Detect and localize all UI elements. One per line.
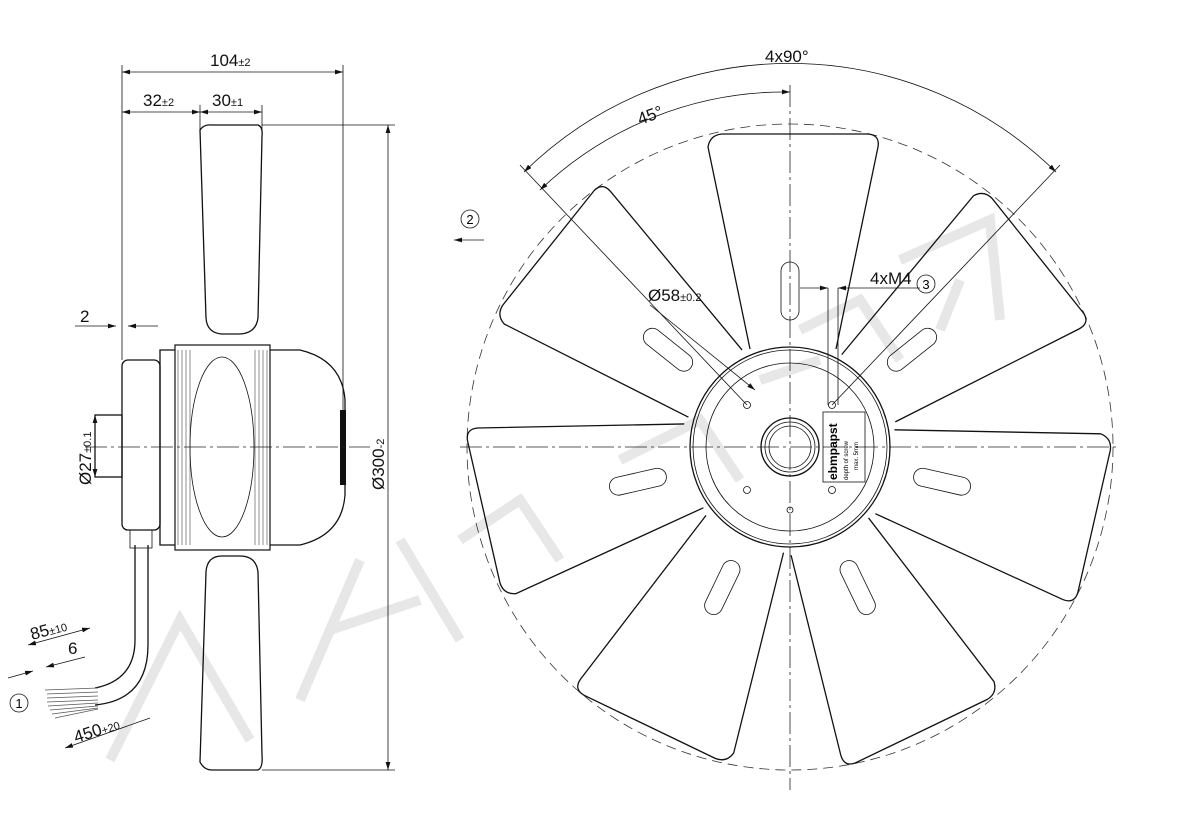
svg-text:Ø58±0.2: Ø58±0.2: [648, 286, 701, 305]
blade: [577, 514, 785, 761]
front-view: ebmpapst depth of screw max. 5mm: [460, 85, 1120, 790]
blade-bottom: [199, 555, 263, 771]
blade-top: [199, 124, 263, 335]
front-dimensions: 4x90° 45° Ø58±0.2 4xM4 3 2: [454, 47, 1061, 406]
balance-slot: [642, 327, 694, 372]
side-dimensions: 104±2 32±2 30±1 2 Ø27±0.1 Ø300-2 85±10 6…: [7, 51, 391, 770]
balance-slot: [886, 327, 938, 372]
svg-text:104±2: 104±2: [210, 51, 251, 70]
dim-angle-half: 45°: [635, 102, 666, 129]
blade: [841, 192, 1087, 423]
dim-strip-end: 6: [68, 639, 77, 658]
blade: [875, 429, 1112, 602]
balance-slot: [839, 560, 876, 615]
hub-outer: [689, 346, 891, 548]
shaft-ring: [760, 417, 820, 477]
callout-1: 1: [15, 696, 22, 711]
svg-text:85±10: 85±10: [28, 616, 69, 644]
mounting-holes: [743, 401, 836, 514]
dim-overall-depth: 104: [210, 51, 238, 70]
dim-strip-length: 85: [28, 621, 51, 644]
motor-body: [159, 349, 346, 546]
balance-slot: [609, 467, 667, 496]
svg-text:32±2: 32±2: [143, 91, 174, 110]
blade: [707, 133, 879, 350]
fan-blades: [466, 133, 1112, 765]
svg-text:ebmpapst: ebmpapst: [826, 423, 840, 480]
dim-hub-offset: 32: [143, 91, 162, 110]
cable: [94, 545, 149, 706]
product-label: ebmpapst depth of screw max. 5mm: [822, 411, 866, 483]
dim-shaft-diameter: Ø27: [76, 453, 95, 485]
side-view: [44, 65, 395, 771]
blade: [499, 185, 743, 418]
blade: [466, 423, 704, 595]
svg-text:max. 5mm: max. 5mm: [854, 442, 860, 470]
dim-cable-length: 450: [71, 720, 104, 747]
svg-text:Ø27±0.1: Ø27±0.1: [76, 432, 95, 485]
svg-text:30±1: 30±1: [212, 91, 243, 110]
dim-bolt-circle: Ø58: [648, 286, 680, 305]
dim-angle-total: 4x90°: [765, 47, 809, 66]
dim-thread: 4xM4: [870, 269, 912, 288]
callout-2: 2: [466, 212, 473, 227]
dim-fan-diameter: Ø300: [369, 448, 388, 490]
blade: [790, 517, 996, 765]
flange: [121, 359, 161, 531]
balance-slot: [704, 560, 741, 615]
balance-slot: [913, 467, 971, 496]
dim-blade-width: 30: [212, 91, 231, 110]
balance-slot: [780, 261, 800, 321]
svg-text:Ø300-2: Ø300-2: [369, 439, 388, 490]
rotor-ribs: [174, 344, 271, 551]
svg-text:depth of screw: depth of screw: [844, 440, 850, 480]
dim-flange-gap: 2: [80, 307, 89, 326]
callout-3: 3: [922, 277, 929, 292]
